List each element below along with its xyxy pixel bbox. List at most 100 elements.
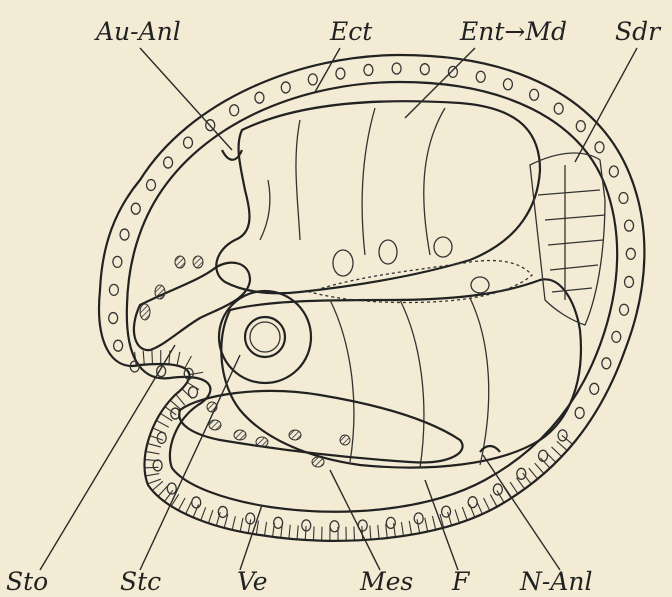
ectoderm-cell xyxy=(192,497,201,508)
label-sdr: Sdr xyxy=(615,17,662,46)
cilium xyxy=(201,507,206,520)
ectoderm-cell xyxy=(230,105,239,116)
ectoderm-cell xyxy=(189,387,198,398)
label-au-anl: Au-Anl xyxy=(94,17,181,46)
label-sto: Sto xyxy=(6,567,48,596)
cilium xyxy=(152,350,153,364)
ectoderm-cell xyxy=(442,506,451,517)
label-ent-md: Ent→Md xyxy=(459,17,567,46)
ectoderm-cell xyxy=(503,79,512,90)
ectoderm-cell xyxy=(625,276,634,287)
label-mes: Mes xyxy=(359,567,413,596)
ectoderm-cell xyxy=(626,248,635,259)
ectoderm-cell xyxy=(620,304,629,315)
cilium xyxy=(145,474,159,476)
cilium xyxy=(378,525,379,539)
ectoderm-cell xyxy=(184,137,193,148)
ectoderm-cell xyxy=(157,432,166,443)
segment-cells xyxy=(530,153,605,325)
cilium xyxy=(409,521,411,535)
cilium xyxy=(150,436,163,441)
ectoderm-cell xyxy=(595,142,604,153)
ectoderm-cell xyxy=(576,121,585,132)
cilium xyxy=(146,451,160,453)
cilium xyxy=(208,510,212,523)
cilium xyxy=(370,526,371,540)
cilium xyxy=(510,482,518,494)
cilium xyxy=(432,516,435,530)
label-ve: Ve xyxy=(237,567,268,596)
cilium xyxy=(552,447,562,457)
leader-lines xyxy=(40,48,637,570)
cilium xyxy=(185,356,192,368)
cilium xyxy=(425,518,428,532)
stc-inner-core xyxy=(250,322,280,352)
gut-wall xyxy=(216,101,540,293)
mesoderm-cells xyxy=(207,402,350,467)
ectoderm-cell xyxy=(336,68,345,79)
cilium xyxy=(529,468,538,479)
ectoderm-cell xyxy=(386,517,395,528)
ectoderm-cell xyxy=(554,103,563,114)
cilium xyxy=(240,518,243,532)
mesoderm-band xyxy=(179,391,462,462)
cilium xyxy=(484,498,490,511)
ectoderm-cell xyxy=(609,166,618,177)
cilium xyxy=(490,494,497,506)
label-ect: Ect xyxy=(329,17,373,46)
cilium xyxy=(289,525,290,539)
ectoderm-cell xyxy=(590,383,599,394)
cilium xyxy=(143,351,144,365)
stomodaeum-hatched-cells xyxy=(140,256,203,320)
cilium xyxy=(535,463,544,474)
cilium xyxy=(401,522,403,536)
ectoderm-cell xyxy=(539,450,548,461)
ectoderm-cell xyxy=(476,71,485,82)
ectoderm-cell xyxy=(113,256,122,267)
ectoderm-cell xyxy=(612,331,621,342)
label-stc: Stc xyxy=(120,567,161,596)
ectoderm-cell xyxy=(255,92,264,103)
ectoderm-cell xyxy=(114,340,123,351)
cilium xyxy=(176,394,185,405)
ectoderm-cell xyxy=(493,484,502,495)
ectoderm-cell xyxy=(619,192,628,203)
cilium xyxy=(462,507,467,520)
cilium xyxy=(557,441,567,450)
cilium xyxy=(148,479,161,484)
cilium xyxy=(147,443,161,447)
ectoderm-cell xyxy=(120,229,129,240)
inner-ectoderm-outline xyxy=(127,82,617,512)
ectoderm-cell xyxy=(274,517,283,528)
cilium xyxy=(152,481,163,490)
cilium xyxy=(178,498,185,510)
ectoderm-cell xyxy=(575,407,584,418)
cilium xyxy=(232,516,235,530)
ectoderm-cell xyxy=(281,82,290,93)
cilium xyxy=(417,519,420,533)
ectoderm-cell xyxy=(308,74,317,85)
ectoderm-cell xyxy=(420,64,429,75)
label-f: F xyxy=(451,567,471,596)
gut-lumen xyxy=(310,261,532,303)
ectoderm-cell xyxy=(414,513,423,524)
cilium xyxy=(297,525,298,539)
cilium xyxy=(540,458,550,468)
ectoderm-cell xyxy=(517,468,526,479)
ectoderm-cell xyxy=(448,66,457,77)
label-n-anl: N-Anl xyxy=(519,567,592,596)
ectoderm-cell xyxy=(392,63,401,74)
ectoderm-cell xyxy=(109,284,118,295)
ectoderm-cell xyxy=(530,89,539,100)
cilium xyxy=(186,501,192,514)
ectoderm-cell xyxy=(153,460,162,471)
cilium xyxy=(156,421,168,428)
ectoderm-cell xyxy=(602,358,611,369)
stomodaeum-pocket xyxy=(134,263,250,350)
cilium xyxy=(189,372,203,374)
cilium xyxy=(305,526,306,540)
cilium xyxy=(264,522,266,536)
cilium xyxy=(313,526,314,540)
